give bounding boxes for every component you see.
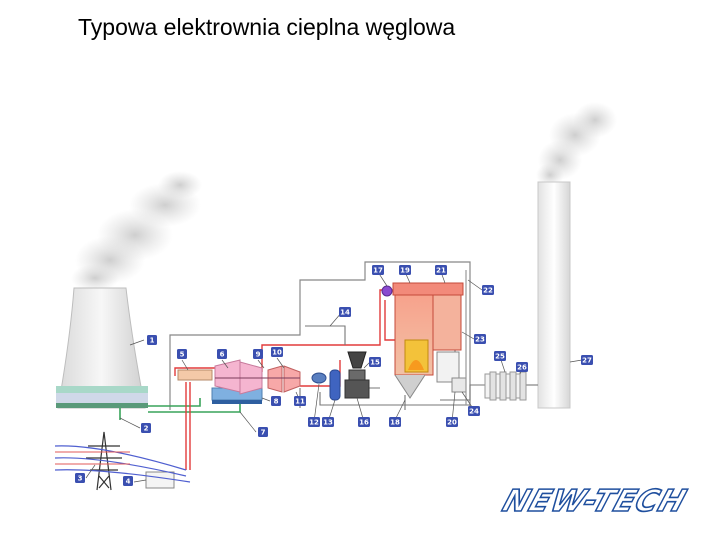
component-label-text: 12 xyxy=(309,419,319,427)
flue-gas-filter xyxy=(484,371,527,401)
component-label-text: 3 xyxy=(78,475,83,483)
air-heater xyxy=(436,270,467,405)
component-label-26: 26 xyxy=(516,362,528,372)
component-label-text: 14 xyxy=(340,309,350,317)
component-label-text: 5 xyxy=(180,351,185,359)
component-label-5: 5 xyxy=(177,349,187,359)
component-label-text: 13 xyxy=(323,419,333,427)
component-label-8: 8 xyxy=(271,396,281,406)
component-label-text: 24 xyxy=(469,408,479,416)
component-label-19: 19 xyxy=(399,265,411,275)
component-label-2: 2 xyxy=(141,423,151,433)
component-label-text: 21 xyxy=(436,267,446,275)
building-outline xyxy=(169,261,471,410)
component-label-text: 17 xyxy=(373,267,383,275)
component-label-text: 1 xyxy=(150,337,155,345)
boiler xyxy=(381,282,464,399)
cooling-tower-steam xyxy=(71,171,202,292)
piping xyxy=(299,325,538,410)
component-label-23: 23 xyxy=(474,334,486,344)
component-label-15: 15 xyxy=(369,357,381,367)
component-label-16: 16 xyxy=(358,417,370,427)
component-label-text: 16 xyxy=(359,419,369,427)
deaerator xyxy=(311,369,341,401)
component-label-24: 24 xyxy=(468,406,480,416)
component-label-1: 1 xyxy=(147,335,157,345)
component-label-27: 27 xyxy=(581,355,593,365)
page-title: Typowa elektrownia cieplna węglowa xyxy=(78,14,456,40)
component-label-22: 22 xyxy=(482,285,494,295)
component-label-text: 15 xyxy=(370,359,380,367)
component-label-text: 6 xyxy=(220,351,225,359)
power-lines xyxy=(54,445,191,483)
component-label-text: 22 xyxy=(483,287,493,295)
cooling-tower xyxy=(56,287,148,409)
component-label-17: 17 xyxy=(372,265,384,275)
component-label-25: 25 xyxy=(494,351,506,361)
component-label-3: 3 xyxy=(75,473,85,483)
component-label-12: 12 xyxy=(308,417,320,427)
component-label-text: 10 xyxy=(272,349,282,357)
component-label-11: 11 xyxy=(294,396,306,406)
component-label-text: 11 xyxy=(295,398,305,406)
component-label-4: 4 xyxy=(123,476,133,486)
component-label-14: 14 xyxy=(339,307,351,317)
component-label-text: 2 xyxy=(144,425,149,433)
transformer xyxy=(145,471,175,489)
component-label-13: 13 xyxy=(322,417,334,427)
component-label-text: 9 xyxy=(256,351,261,359)
component-label-21: 21 xyxy=(435,265,447,275)
component-label-text: 19 xyxy=(400,267,410,275)
component-label-text: 18 xyxy=(390,419,400,427)
component-label-text: 20 xyxy=(447,419,457,427)
component-label-text: 8 xyxy=(274,398,279,406)
component-label-18: 18 xyxy=(389,417,401,427)
component-label-20: 20 xyxy=(446,417,458,427)
component-label-text: 27 xyxy=(582,357,592,365)
component-label-9: 9 xyxy=(253,349,263,359)
component-label-7: 7 xyxy=(258,427,268,437)
component-label-text: 4 xyxy=(126,478,131,486)
power-lines-red xyxy=(55,451,130,465)
component-label-10: 10 xyxy=(271,347,283,357)
new-tech-logo: NEW-TECH xyxy=(498,483,692,520)
turbine-set xyxy=(214,359,301,395)
component-label-text: 26 xyxy=(517,364,527,372)
chimney xyxy=(537,181,571,409)
chimney-smoke xyxy=(536,102,617,187)
component-label-6: 6 xyxy=(217,349,227,359)
coal-mill xyxy=(344,351,370,399)
component-label-text: 7 xyxy=(261,429,266,437)
component-label-text: 23 xyxy=(475,336,485,344)
component-label-text: 25 xyxy=(495,353,505,361)
